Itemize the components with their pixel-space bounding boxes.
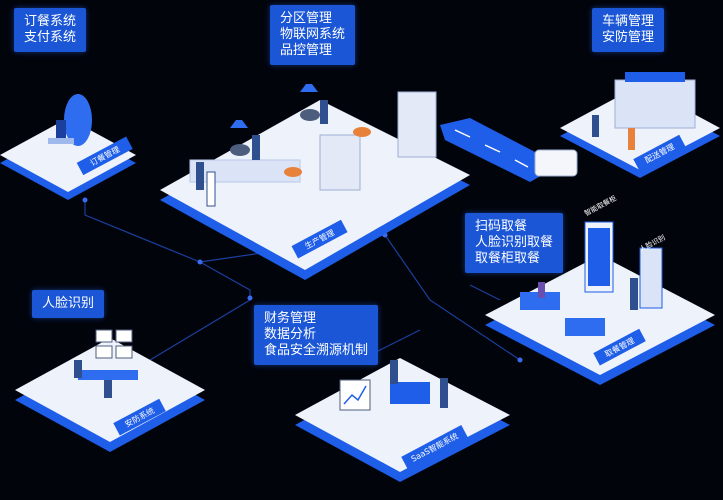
- callout-line: 安防管理: [602, 30, 655, 45]
- delivery-van: [534, 149, 578, 177]
- chef-figure: [320, 100, 328, 124]
- connector-dot: [197, 259, 203, 265]
- callout-line: 物联网系统: [280, 27, 346, 42]
- range-hood: [300, 84, 318, 92]
- order-person: [56, 120, 66, 140]
- callout-line: 车辆管理: [602, 14, 655, 29]
- dining-table: [565, 318, 605, 336]
- callout-line: 取餐柜取餐: [475, 251, 541, 266]
- callout-ordering: 订餐系统 支付系统: [14, 8, 87, 52]
- platform-delivery: 配送管理: [534, 72, 720, 178]
- monitor-screen: [115, 345, 133, 359]
- order-desk: [48, 138, 74, 144]
- security-guard: [74, 360, 82, 378]
- diner-figure: [538, 282, 545, 298]
- saas-desk: [390, 382, 430, 404]
- pickup-person: [630, 278, 638, 310]
- callout-line: 品控管理: [280, 43, 333, 58]
- monitor-screen: [95, 345, 113, 359]
- callout-line: 分区管理: [280, 11, 333, 26]
- callout-line: 扫码取餐: [475, 219, 528, 234]
- monitor-screen: [115, 329, 133, 343]
- delivery-building: [614, 79, 696, 129]
- delivery-person: [628, 128, 635, 150]
- monitor-screen: [95, 329, 113, 343]
- delivery-road: [440, 118, 560, 182]
- production-fridge: [319, 134, 361, 191]
- order-display-icon: [64, 94, 92, 146]
- sign-locker: 智能取餐柜: [583, 193, 618, 217]
- platform-saas: SaaS智能系统: [295, 358, 510, 482]
- callout-line: 支付系统: [24, 30, 77, 45]
- production-fridge: [397, 91, 437, 158]
- platform-production: 生产管理: [160, 84, 470, 280]
- callout-pickup: 扫码取餐 人脸识别取餐 取餐柜取餐: [465, 213, 564, 273]
- callout-line: 财务管理: [264, 311, 317, 326]
- platform-security: 安防系统: [15, 329, 205, 452]
- delivery-person: [592, 115, 599, 137]
- chef-figure: [196, 162, 204, 190]
- food-tray: [353, 127, 371, 137]
- callout-vehicles: 车辆管理 安防管理: [592, 8, 665, 52]
- dining-table: [520, 292, 560, 310]
- connector-dot: [517, 357, 523, 363]
- callout-face: 人脸识别: [32, 290, 105, 318]
- presentation-board: [339, 379, 371, 411]
- cooking-pot: [300, 109, 320, 121]
- road-markings: [454, 129, 529, 168]
- range-hood: [230, 120, 248, 128]
- saas-person: [390, 360, 398, 384]
- delivery-building-roof: [625, 72, 685, 82]
- connector-dot: [247, 295, 253, 301]
- chef-figure: [206, 171, 216, 207]
- platform-order-mgmt: 订餐管理: [0, 94, 136, 200]
- food-tray: [284, 167, 302, 177]
- callout-line: 数据分析: [264, 327, 317, 342]
- platform-pickup: 智能取餐柜 人脸识别 取餐管理: [485, 193, 715, 385]
- callout-finance: 财务管理 数据分析 食品安全溯源机制: [254, 305, 379, 365]
- callout-line: 人脸识别取餐: [475, 235, 554, 250]
- callout-line: 人脸识别: [42, 296, 95, 311]
- cooking-pot: [230, 144, 250, 156]
- trend-line-icon: [343, 385, 367, 405]
- face-kiosk: [639, 247, 663, 309]
- security-desk: [78, 370, 138, 380]
- smart-locker-doors: [588, 228, 610, 286]
- callout-zoning: 分区管理 物联网系统 品控管理: [270, 5, 356, 65]
- callout-line: 食品安全溯源机制: [264, 343, 369, 358]
- security-guard: [104, 380, 112, 398]
- connector-dot: [82, 197, 88, 203]
- callout-line: 订餐系统: [24, 14, 77, 29]
- chef-figure: [252, 135, 260, 160]
- saas-person: [440, 378, 448, 408]
